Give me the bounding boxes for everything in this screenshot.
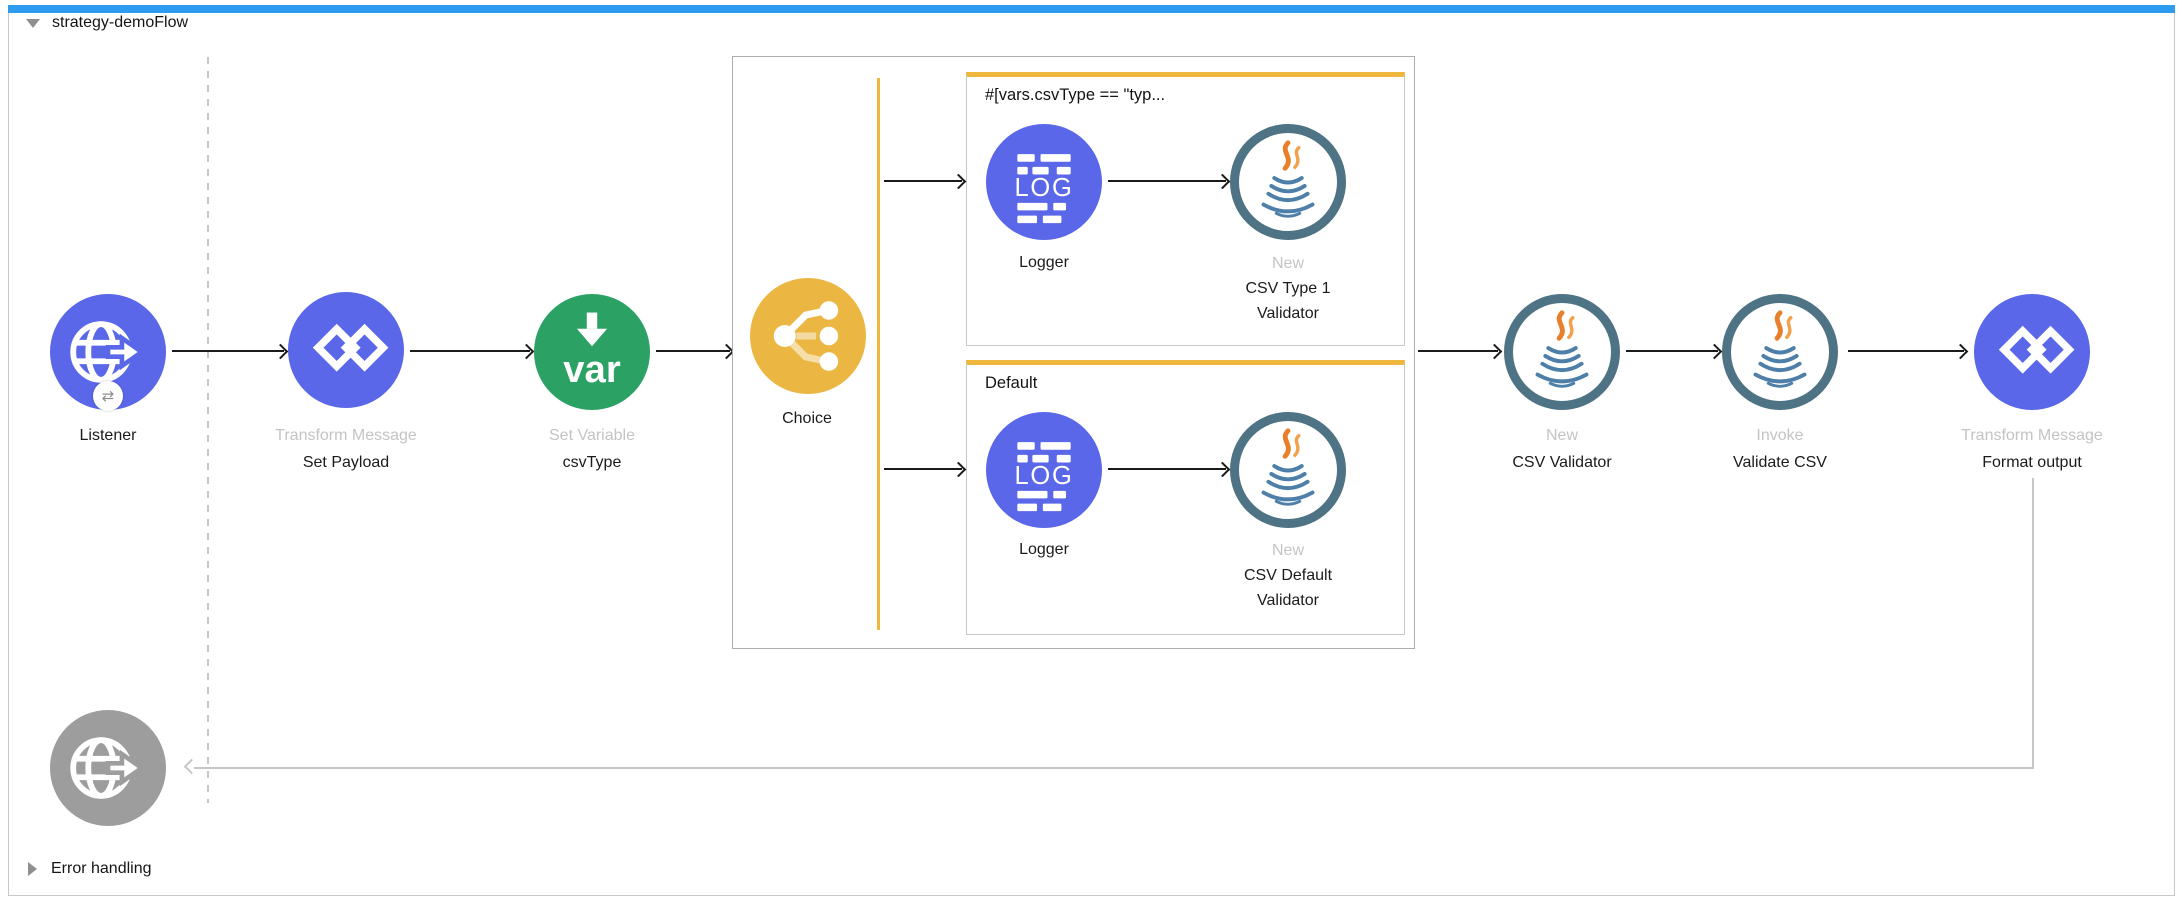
logger-default-label: Logger: [1019, 541, 1069, 558]
node-logger-when[interactable]: LOG: [986, 124, 1102, 240]
node-set-payload[interactable]: [288, 292, 404, 408]
connector-arrow: [884, 468, 962, 470]
expand-error-handling-icon[interactable]: [28, 862, 37, 876]
connector-arrow: [1626, 350, 1718, 352]
connector-arrow: [656, 350, 730, 352]
choice-router-icon: [773, 301, 839, 371]
node-listener-response[interactable]: [50, 710, 166, 826]
node-csv-default-validator[interactable]: [1230, 412, 1346, 528]
node-invoke-validate-csv[interactable]: [1722, 294, 1838, 410]
java-icon: [1261, 140, 1315, 218]
svg-text:LOG: LOG: [1014, 462, 1073, 490]
csv-type1-validator-label: New CSV Type 1 Validator: [1245, 255, 1331, 322]
collapse-flow-icon[interactable]: [26, 18, 40, 28]
svg-text:var: var: [563, 348, 621, 391]
java-icon: [1535, 310, 1589, 388]
flow-selection-bar: [8, 5, 2175, 13]
set-payload-label: Transform Message Set Payload: [275, 427, 417, 471]
response-line-horizontal: [194, 767, 2034, 769]
dataweave-icon: [312, 323, 389, 372]
http-globe-icon: [70, 737, 146, 799]
response-line-vertical: [2032, 478, 2034, 768]
node-csv-type1-validator[interactable]: [1230, 124, 1346, 240]
node-format-output[interactable]: [1974, 294, 2090, 410]
svg-text:LOG: LOG: [1014, 174, 1073, 202]
choice-branch-line: [877, 78, 880, 630]
http-globe-icon: [70, 321, 146, 383]
java-icon: [1261, 428, 1315, 506]
error-handling-section[interactable]: Error handling: [28, 858, 152, 880]
java-icon: [1753, 310, 1807, 388]
listener-exchange-badge: ⇄: [93, 381, 123, 411]
logger-when-label: Logger: [1019, 254, 1069, 271]
set-variable-icon: var: [563, 312, 621, 391]
default-branch-label: Default: [985, 374, 1038, 392]
node-set-variable[interactable]: var: [534, 294, 650, 410]
set-variable-label: Set Variable csvType: [549, 427, 635, 471]
logger-icon: LOG: [1014, 442, 1073, 512]
source-separator-line: [207, 57, 209, 803]
listener-label: Listener: [79, 427, 137, 444]
connector-arrow: [1108, 468, 1226, 470]
connector-arrow: [1418, 350, 1498, 352]
connector-arrow: [884, 180, 962, 182]
node-choice[interactable]: [750, 278, 866, 394]
csv-validator-label: New CSV Validator: [1512, 427, 1612, 471]
logger-icon: LOG: [1014, 154, 1073, 224]
exchange-arrows-icon: ⇄: [101, 387, 115, 405]
connector-arrow: [1848, 350, 1964, 352]
connector-arrow: [410, 350, 530, 352]
node-csv-validator[interactable]: [1504, 294, 1620, 410]
invoke-label: Invoke Validate CSV: [1733, 427, 1827, 471]
when-condition: #[vars.csvType == "typ...: [985, 86, 1166, 104]
format-output-label: Transform Message Format output: [1961, 427, 2103, 471]
flow-header[interactable]: strategy-demoFlow: [26, 12, 188, 34]
choice-label: Choice: [782, 410, 832, 427]
connector-arrow: [172, 350, 284, 352]
csv-default-validator-label: New CSV Default Validator: [1243, 542, 1333, 609]
dataweave-icon: [1998, 325, 2075, 374]
node-logger-default[interactable]: LOG: [986, 412, 1102, 528]
error-handling-label: Error handling: [51, 860, 152, 877]
flow-title: strategy-demoFlow: [52, 14, 189, 31]
connector-arrow: [1108, 180, 1226, 182]
